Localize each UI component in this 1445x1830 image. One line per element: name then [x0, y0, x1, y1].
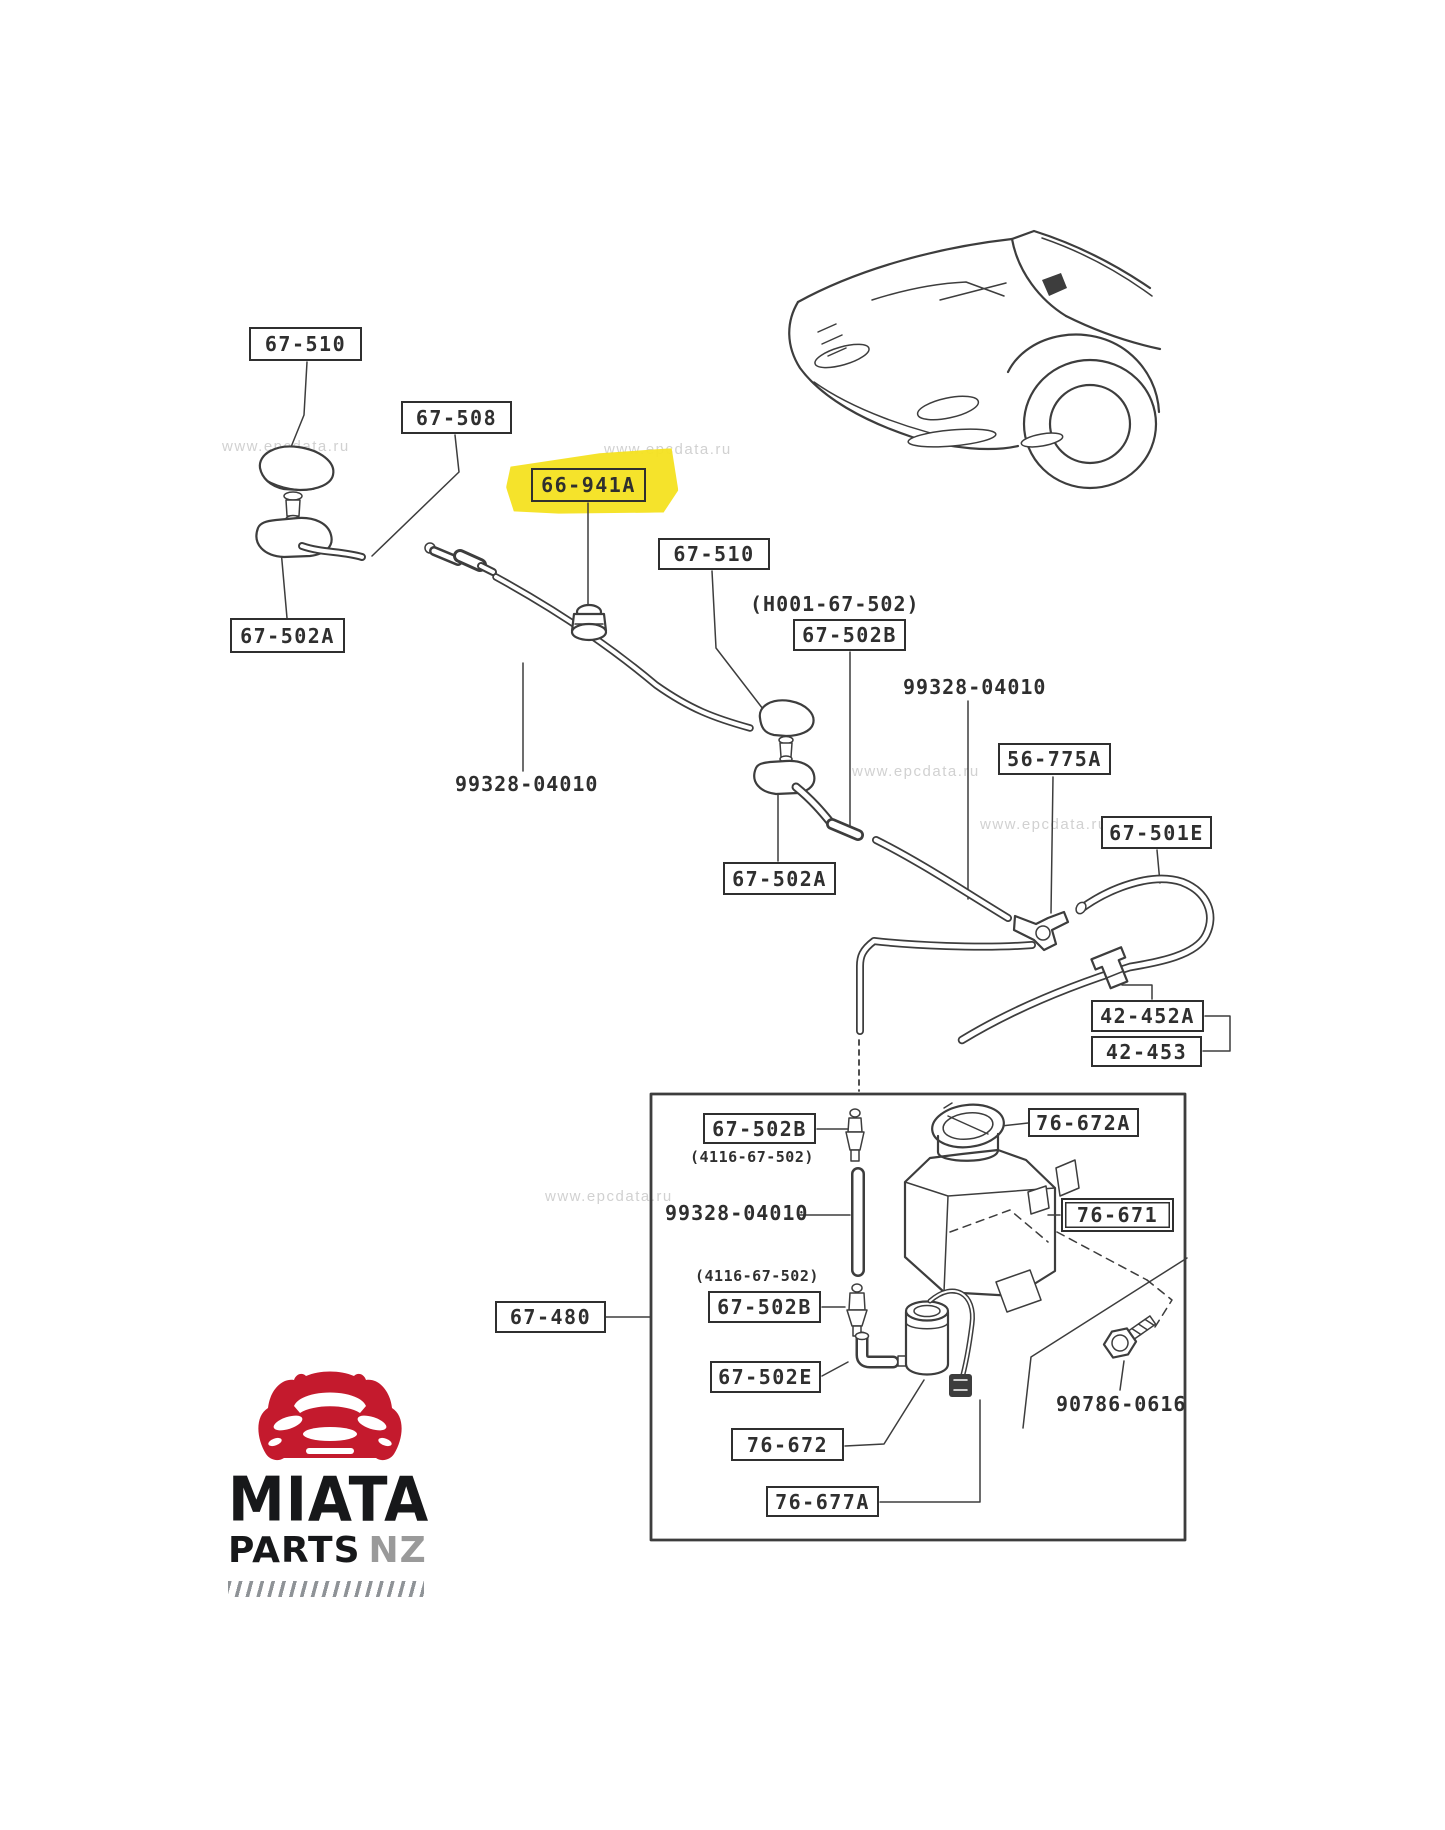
hose-67-501E [957, 874, 1215, 1045]
washer-nozzle-middle [753, 699, 864, 841]
part-number-99328-04010-upper: 99328-04010 [903, 675, 1047, 699]
leader-lines [278, 361, 1231, 1503]
part-label-76-672A: 76-672A [1028, 1108, 1139, 1137]
part-note-4116-67-502-upper: (4116-67-502) [690, 1148, 814, 1166]
part-label-67-502B-box-lower: 67-502B [708, 1291, 821, 1323]
part-label-67-510-front: 67-510 [249, 327, 362, 361]
logo-text-miata: MIATA [228, 1464, 430, 1536]
part-number-90786-0616: 90786-0616 [1056, 1392, 1187, 1416]
part-label-76-671: 76-671 [1061, 1198, 1174, 1232]
part-label-76-672: 76-672 [731, 1428, 844, 1461]
part-label-42-452A: 42-452A [1091, 1000, 1204, 1032]
part-label-56-775A: 56-775A [998, 743, 1111, 775]
part-number-99328-04010-mid: 99328-04010 [455, 772, 599, 796]
part-label-76-677A: 76-677A [766, 1486, 879, 1517]
watermark-text: www.epcdata.ru [545, 1188, 673, 1205]
miata-car-icon [258, 1371, 402, 1461]
part-note-4116-67-502-lower: (4116-67-502) [695, 1267, 819, 1285]
watermark-text: www.epcdata.ru [980, 816, 1108, 833]
watermark-text: www.epcdata.ru [852, 763, 980, 780]
hose-and-tee-connector [856, 836, 1070, 1092]
part-label-67-501E: 67-501E [1101, 816, 1212, 849]
washer-nozzle-left [255, 445, 366, 561]
part-note-H001-67-502: (H001-67-502) [750, 592, 920, 616]
logo-text-nz: NZ [368, 1530, 427, 1571]
part-label-66-941A-highlighted: 66-941A [531, 468, 646, 502]
car-sketch [788, 229, 1162, 490]
logo-stripes [228, 1581, 424, 1597]
part-label-67-502A-middle: 67-502A [723, 862, 836, 895]
part-number-99328-04010-lower: 99328-04010 [665, 1201, 809, 1225]
part-label-67-480: 67-480 [495, 1301, 606, 1333]
grommet-42-452A [1090, 946, 1129, 990]
part-label-67-502B-top: 67-502B [793, 619, 906, 651]
washer-pump [854, 1288, 975, 1397]
part-label-67-510-middle: 67-510 [658, 538, 770, 570]
grommet-66-941A [570, 603, 608, 642]
logo-text-parts: PARTS [228, 1530, 361, 1571]
washer-hose-front [424, 542, 754, 732]
washer-tank [903, 1102, 1080, 1313]
mounting-bolt [1022, 1231, 1188, 1429]
part-label-67-502B-box-upper: 67-502B [703, 1113, 816, 1144]
reservoir-detail-box [649, 1092, 1187, 1542]
part-label-67-502A-left: 67-502A [230, 618, 345, 653]
part-label-67-508: 67-508 [401, 401, 512, 434]
joint-fittings-and-hose [845, 1108, 868, 1337]
part-label-67-502E: 67-502E [710, 1361, 821, 1393]
part-label-42-453: 42-453 [1091, 1036, 1202, 1067]
